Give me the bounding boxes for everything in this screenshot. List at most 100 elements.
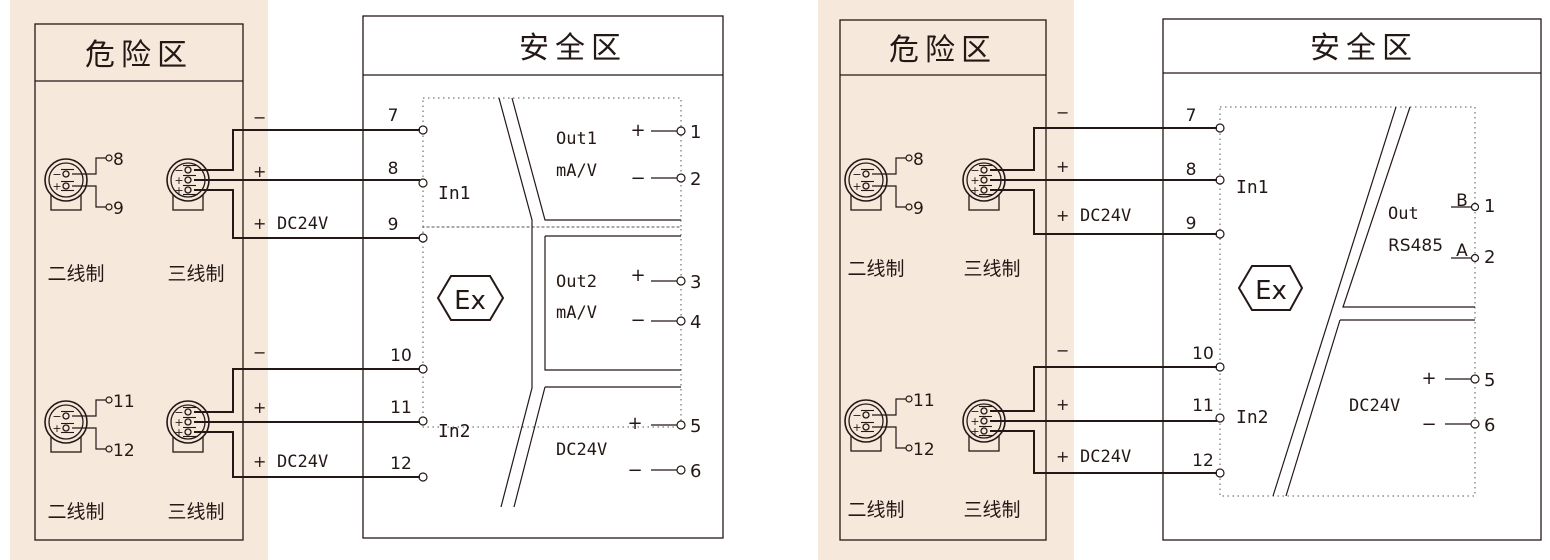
input-label-in1: In1 [438, 183, 471, 204]
pin-sign: − [630, 310, 645, 331]
pin-number: 6 [690, 461, 701, 482]
terminal-7 [418, 125, 428, 135]
terminal-number-10: 10 [1192, 344, 1214, 364]
safe-box [1162, 18, 1542, 541]
terminal-8 [1215, 175, 1225, 185]
wire-supply [194, 189, 420, 239]
terminal-number-8: 8 [388, 159, 399, 179]
svg-text:Ex: Ex [1255, 276, 1287, 306]
wire-polarity-label: + [1056, 157, 1069, 176]
hazard-area: 危险区 [10, 0, 268, 560]
two-wire-sensor-icon: −+ [44, 400, 88, 453]
power-supply-terminals: DC24V + − 5 6 [1349, 368, 1495, 436]
pin-number: 1 [690, 122, 701, 143]
pin-number: 2 [690, 169, 701, 190]
power-label: DC24V [1349, 396, 1400, 416]
pin-number: 5 [1484, 370, 1495, 391]
two-wire-label: 二线制 [47, 263, 104, 285]
isolator-module-outline [1219, 106, 1476, 497]
terminal-9 [1215, 229, 1225, 239]
hazard-box [34, 23, 244, 541]
wire-polarity-label: + [1056, 447, 1069, 466]
hazard-background [818, 0, 1074, 560]
wire-supply-label: DC24V [1080, 447, 1131, 467]
pin-sign: + [627, 413, 642, 434]
wire-polarity-label: + [1056, 206, 1069, 225]
input-terminals-in1: 7 8 9 In1 [1186, 106, 1269, 239]
isolator-module-outline [422, 97, 682, 228]
pin-number: 6 [1484, 415, 1495, 436]
svg-text:+: + [970, 184, 979, 197]
isolation-barrier-left [498, 97, 533, 508]
terminal-number-7: 7 [388, 106, 399, 126]
isolation-barrier-left [1272, 106, 1397, 497]
terminal-number-10: 10 [390, 346, 412, 366]
isolation-barrier-right [511, 97, 681, 221]
output-type: mA/V [556, 161, 597, 181]
input-label-in1: In1 [1236, 177, 1269, 198]
output-type: RS485 [1388, 236, 1443, 256]
svg-text:−: − [852, 168, 861, 181]
input-terminals-in1: 7 8 9 In1 [388, 106, 471, 243]
safe-area: 安全区 Ex 7 8 9 In1 10 11 12 [1162, 18, 1542, 541]
terminal-number-12: 12 [390, 454, 412, 474]
svg-text:+: + [970, 174, 979, 187]
three-wire-label: 三线制 [167, 263, 224, 285]
output-label: Out2 [556, 272, 597, 292]
wire-minus [194, 368, 420, 413]
output-label: Out [1388, 204, 1419, 224]
hazard-background [10, 0, 268, 560]
ex-explosion-proof-icon: Ex [436, 275, 505, 321]
input-label-in2: In2 [1236, 407, 1269, 428]
wire-supply [194, 431, 420, 478]
safe-title: 安全区 [1310, 31, 1418, 66]
input-terminals-in2: 10 11 12 In2 [1192, 344, 1269, 478]
svg-text:−: − [852, 409, 861, 422]
wire-polarity-label: − [1056, 103, 1069, 122]
wire-supply-label: DC24V [277, 452, 328, 472]
wire-minus [990, 366, 1217, 412]
two-wire-terminal-label: 11 [113, 392, 135, 412]
wire-supply [990, 430, 1217, 474]
terminal-12 [418, 472, 428, 482]
two-wire-label: 二线制 [847, 258, 904, 280]
two-wire-terminal-label: 8 [113, 150, 124, 170]
svg-text:−: − [52, 168, 61, 181]
hazard-title: 危险区 [889, 33, 997, 68]
svg-text:−: − [970, 405, 979, 418]
pin-sign: − [627, 460, 642, 481]
power-label: DC24V [556, 440, 607, 460]
terminal-10 [1215, 362, 1225, 372]
pin-number: 4 [690, 312, 701, 333]
svg-text:−: − [970, 164, 979, 177]
terminal-number-11: 11 [1192, 396, 1214, 416]
terminal-number-8: 8 [1186, 160, 1197, 180]
output-out1: Out1 mA/V + − 1 2 [556, 120, 701, 190]
pin-number: 1 [1484, 196, 1495, 217]
ex-explosion-proof-icon: Ex [1237, 265, 1304, 311]
hazard-area: 危险区 [818, 0, 1074, 560]
svg-text:+: + [174, 416, 183, 429]
svg-text:+: + [852, 180, 861, 193]
two-wire-terminal-label: 12 [113, 441, 135, 461]
two-wire-sensor-icon: −+ [44, 158, 88, 211]
output-type: mA/V [556, 303, 597, 323]
svg-text:+: + [852, 421, 861, 434]
wire-minus [990, 127, 1217, 171]
safe-area: 安全区 Ex 7 8 9 In1 [362, 15, 724, 539]
terminal-number-7: 7 [1186, 106, 1197, 126]
pin-sign: + [630, 265, 645, 286]
svg-text:+: + [970, 425, 979, 438]
terminal-11 [1215, 413, 1225, 423]
terminal-number-12: 12 [1192, 451, 1214, 471]
wire-supply-label: DC24V [1080, 206, 1131, 226]
terminal-12 [1215, 468, 1225, 478]
terminal-10 [418, 364, 428, 374]
terminal-7 [1215, 123, 1225, 133]
two-wire-terminal-label: 9 [113, 199, 124, 219]
wire-minus [194, 129, 420, 171]
wire-polarity-label: + [253, 162, 266, 181]
pin-sign-b: B [1456, 191, 1468, 211]
svg-text:+: + [970, 415, 979, 428]
sensor-group: −+89−++−++DC24V二线制三线制−+1112−++−++DC24V二线… [44, 108, 420, 523]
